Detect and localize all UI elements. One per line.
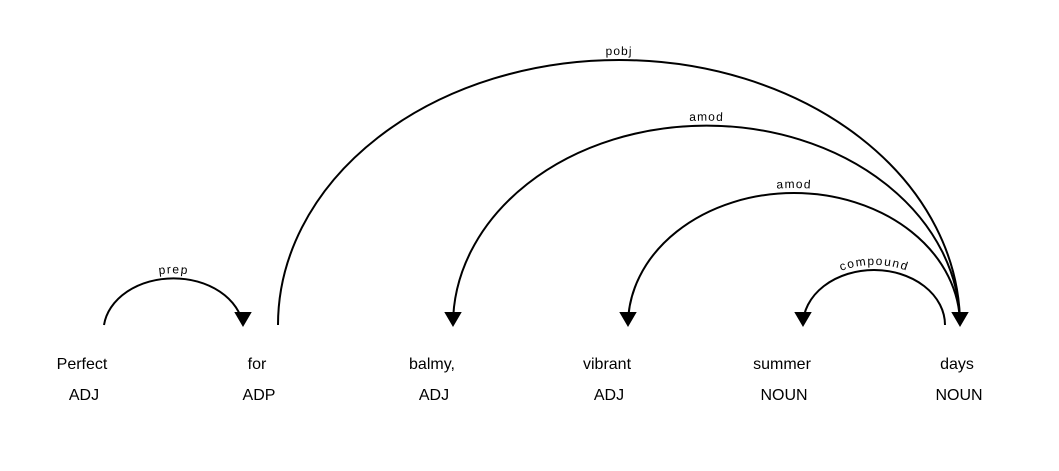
token: summer NOUN (753, 356, 811, 404)
arc-label: compound (838, 254, 911, 274)
token-tag: ADJ (419, 387, 449, 404)
token-word: summer (753, 356, 811, 373)
token-word: for (248, 356, 267, 373)
arc-label-path: amod (689, 110, 723, 124)
arrow-head (619, 312, 637, 327)
token-tag: ADP (243, 387, 276, 404)
token: vibrant ADJ (583, 356, 632, 404)
arc-line (277, 59, 961, 326)
token-tag: NOUN (760, 387, 807, 404)
arrow-head (234, 312, 252, 327)
dependency-arc: amod (619, 177, 961, 327)
token-word: Perfect (57, 356, 108, 373)
arc-line (627, 192, 961, 326)
token-word: days (940, 356, 974, 373)
arc-label: amod (689, 110, 724, 124)
token: days NOUN (935, 356, 982, 404)
token: for ADP (243, 356, 276, 404)
arc-line (802, 269, 946, 326)
token-tag: ADJ (69, 387, 99, 404)
token-word: vibrant (583, 356, 632, 373)
dependency-arc: amod (444, 110, 961, 327)
arrow-head (794, 312, 812, 327)
dependency-arc: compound (794, 254, 946, 327)
arc-line (103, 277, 244, 326)
token: balmy, ADJ (409, 356, 455, 404)
token: Perfect ADJ (57, 356, 108, 404)
dependency-arc: pobj (277, 44, 969, 327)
arc-label-path: pobj (605, 44, 631, 58)
arc-label-path: prep (158, 262, 188, 277)
token-tag: ADJ (594, 387, 624, 404)
dependency-arc: prep (103, 262, 252, 327)
arc-label: pobj (605, 44, 632, 58)
arc-label: prep (158, 262, 189, 277)
arc-label-path: amod (776, 177, 811, 192)
arc-label-path: compound (838, 254, 910, 274)
arc-label: amod (776, 177, 812, 192)
token-word: balmy, (409, 356, 455, 373)
arrow-head (444, 312, 462, 327)
token-tag: NOUN (935, 387, 982, 404)
arc-line (452, 124, 961, 326)
